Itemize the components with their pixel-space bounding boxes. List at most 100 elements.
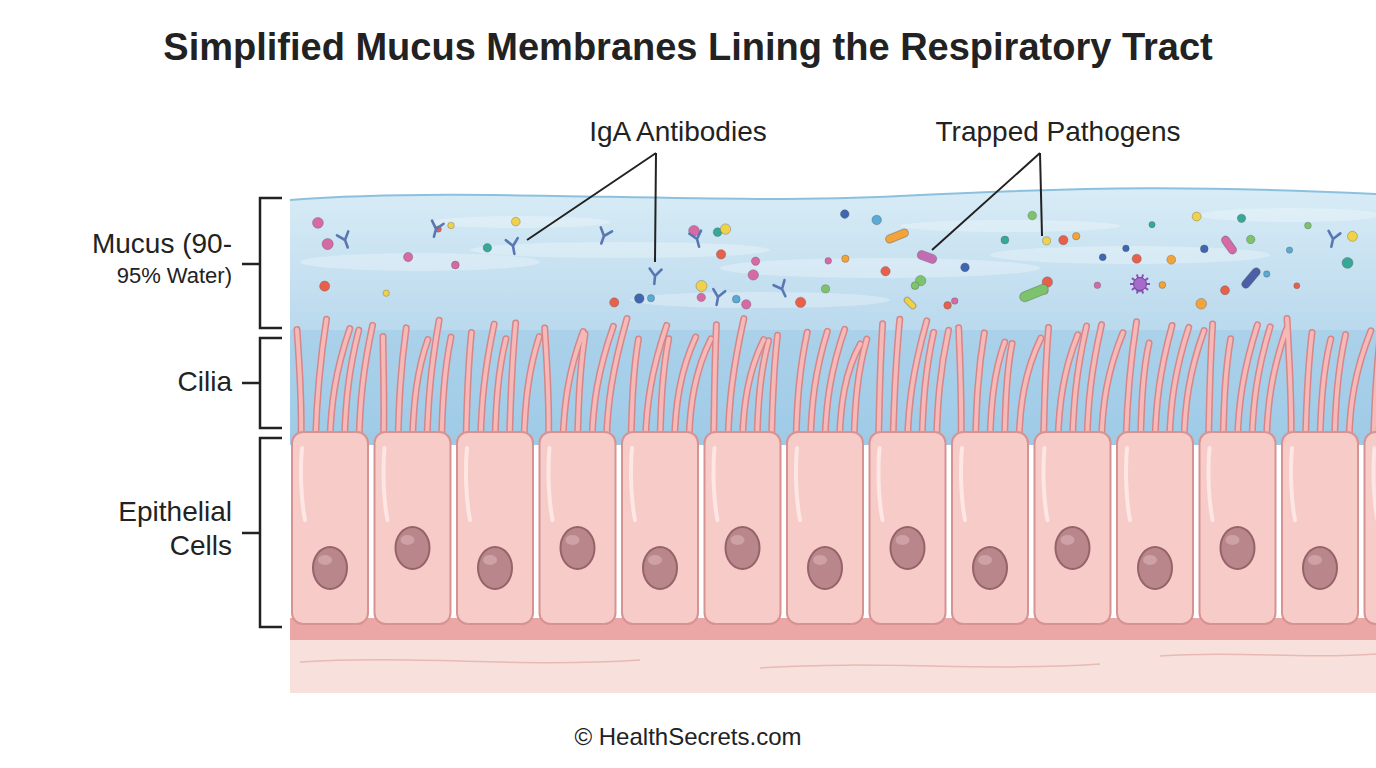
cell-nucleus [478, 547, 512, 589]
cilium-outline [466, 332, 471, 440]
pathogen-dot [911, 282, 919, 290]
cilium [510, 323, 516, 440]
cilium-outline [772, 335, 778, 440]
cilium [1044, 328, 1049, 440]
cilium [937, 330, 949, 440]
pathogen-dot [1237, 214, 1245, 222]
pathogen-dot [1221, 286, 1230, 295]
cilium-outline [442, 337, 451, 440]
cilium-outline [1102, 333, 1123, 440]
cilium [660, 339, 669, 440]
cell-body [540, 432, 616, 624]
bacterium [1240, 266, 1262, 290]
particle-group [312, 210, 1357, 310]
cilium-outline [1044, 328, 1049, 440]
cilium-outline [545, 328, 549, 440]
pathogen-dot [1286, 247, 1292, 253]
cell-highlight [796, 448, 800, 520]
virus-spikes [1130, 274, 1150, 293]
cell-highlight [1126, 448, 1130, 520]
pathogen-dot [696, 280, 707, 291]
epithelial-cell [870, 432, 946, 624]
cilia-group [297, 318, 1376, 440]
cilium [1141, 343, 1150, 440]
cilium [854, 339, 867, 440]
cilium-outline [714, 325, 717, 440]
cilium-outline [1335, 335, 1346, 440]
pathogen-dot [1167, 255, 1176, 264]
cell-body [870, 432, 946, 624]
cilium [689, 339, 711, 440]
bacterium [1220, 235, 1238, 256]
cell-nucleus [396, 527, 430, 569]
layer-label: Epithelial Cells [82, 495, 232, 562]
leader-line [527, 153, 656, 262]
pathogen-dot [451, 261, 459, 269]
cilium-outline [893, 319, 900, 440]
cilium [1335, 335, 1346, 440]
cell-body [1365, 432, 1376, 624]
cilium [381, 337, 386, 440]
nucleus-highlight [318, 555, 332, 565]
iga-antibody [689, 231, 704, 249]
iga-antibody [337, 231, 353, 249]
nucleus-highlight [566, 535, 580, 545]
pathogen-dot [951, 298, 958, 305]
cell-highlight [1209, 448, 1213, 520]
cell-nucleus [973, 547, 1007, 589]
mucus-streak [300, 253, 540, 271]
pathogen-dot [1305, 222, 1312, 229]
nucleus-highlight [1308, 555, 1322, 565]
pathogen-dot [742, 300, 751, 309]
cell-highlight [879, 448, 883, 520]
cilium [1320, 339, 1331, 440]
cell-highlight [961, 448, 965, 520]
virus [1134, 278, 1147, 291]
cilium-outline [1306, 332, 1313, 440]
cell-body [1117, 432, 1193, 624]
cilium [316, 319, 327, 440]
mucus-streak [720, 258, 1040, 278]
pathogen-dot [1149, 222, 1155, 228]
iga-antibody [596, 227, 612, 245]
layer-label: Mucus (90-95% Water) [52, 226, 232, 291]
cilium-outline [689, 339, 711, 440]
cell-body [292, 432, 368, 624]
cilium [714, 325, 717, 440]
cell-nucleus [808, 547, 842, 589]
nucleus-highlight [978, 555, 992, 565]
cilium [757, 341, 769, 440]
cell-nucleus [1221, 527, 1255, 569]
cilium [772, 335, 778, 440]
pathogen-dot [1001, 236, 1009, 244]
cilium-outline [1267, 329, 1287, 440]
cilium-outline [398, 328, 406, 440]
cilium [398, 328, 406, 440]
cilium-outline [1184, 331, 1204, 440]
epithelial-cell [1200, 432, 1276, 624]
cell-body [787, 432, 863, 624]
pathogen-dot [716, 250, 725, 259]
pathogen-dot [1159, 282, 1166, 289]
pathogen-dot [1347, 231, 1357, 241]
epithelial-cell [705, 432, 781, 624]
cilium-outline [1223, 339, 1231, 440]
cilium-outline [631, 339, 638, 440]
epithelial-cell [1365, 432, 1376, 624]
cell-highlight [1044, 448, 1048, 520]
cilium-outline [1349, 331, 1371, 440]
cilium [442, 337, 451, 440]
cilium-outline [1374, 322, 1376, 440]
pathogen-dot [320, 281, 330, 291]
pathogen-dot [1196, 298, 1207, 309]
callout-label: Trapped Pathogens [908, 115, 1208, 149]
epithelial-cell [375, 432, 451, 624]
nucleus-highlight [648, 555, 662, 565]
pathogen-dot [1200, 245, 1208, 253]
cilium-outline [316, 319, 327, 440]
cilium [631, 339, 638, 440]
cilium-outline [359, 325, 373, 440]
cilium-outline [1126, 322, 1137, 440]
cilium [495, 339, 506, 440]
